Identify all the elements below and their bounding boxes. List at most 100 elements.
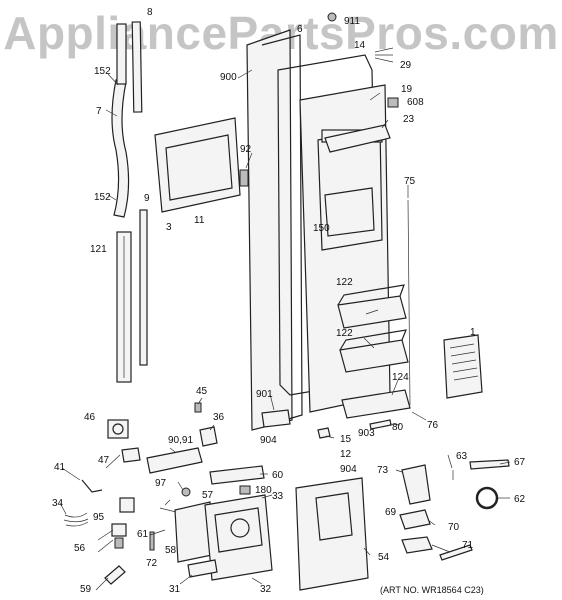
label-60: 60 [272,470,284,481]
label-61: 61 [137,529,149,540]
label-29: 29 [400,60,412,71]
label-7: 7 [96,106,102,117]
part-9-trim [139,209,148,366]
label-904-upper: 904 [260,435,277,446]
part-29-brush [374,47,394,63]
part-15-clip [317,427,331,439]
part-122-shelf-lower [339,329,409,373]
label-90-91: 90,91 [168,435,194,446]
label-14: 14 [354,40,366,51]
label-71: 71 [462,540,474,551]
part-124-shelf [341,389,411,419]
label-12: 12 [340,449,352,460]
label-900: 900 [220,72,237,83]
part-32-dispenser [204,494,273,581]
label-911: 911 [344,16,360,27]
label-72: 72 [146,558,158,569]
part-36-actuator [199,426,218,447]
part-45-switch [194,402,202,413]
label-152-lower: 152 [94,192,111,203]
part-7-handle [111,23,130,218]
label-56: 56 [74,543,86,554]
label-97: 97 [155,478,167,489]
label-57: 57 [202,490,214,501]
label-45: 45 [196,386,208,397]
part-60-bar [209,465,265,485]
label-904-lower: 904 [340,464,357,475]
label-76: 76 [427,420,439,431]
label-19: 19 [401,84,413,95]
part-57-grommet [181,487,191,497]
label-122-upper: 122 [336,277,353,288]
part-11-frame [154,117,241,213]
label-95: 95 [93,512,105,523]
label-903: 903 [358,428,375,439]
label-75: 75 [404,176,416,187]
label-69: 69 [385,507,397,518]
label-122-lower: 122 [336,328,353,339]
label-46: 46 [84,412,96,423]
part-71-rod [439,544,473,561]
part-80-rod [369,419,392,430]
part-70-bracket [401,536,433,554]
label-124: 124 [392,372,409,383]
label-73: 73 [377,465,389,476]
label-152-upper: 152 [94,66,111,77]
leader-lines [59,69,511,591]
part-67-lever [469,459,510,470]
part-54-panel [295,477,369,591]
part-46-motor [107,419,129,439]
label-70: 70 [448,522,460,533]
art-number: (ART NO. WR18564 C23) [380,585,484,595]
part-23-bin [324,124,391,153]
part-73-chute [401,464,431,505]
label-608: 608 [407,97,424,108]
label-80: 80 [392,422,404,433]
part-911-screw [327,12,337,22]
part-180-bulb [239,485,251,495]
label-8: 8 [147,7,153,18]
part-47-bracket [121,447,141,463]
label-180: 180 [255,485,272,496]
part-1-manual [443,334,483,399]
label-3: 3 [166,222,172,233]
part-59-pedal [104,565,126,585]
label-67: 67 [514,457,526,468]
part-75-wire [407,199,411,406]
label-47: 47 [98,455,110,466]
label-121: 121 [90,244,107,255]
label-11: 11 [194,215,205,226]
part-72-pin [149,531,155,551]
part-901-bracket [261,409,291,428]
part-56-valve [111,523,127,549]
part-608-knob [387,97,399,108]
label-32: 32 [260,584,272,595]
part-69-actuator [399,509,431,530]
part-121-handle [116,231,132,383]
label-34: 34 [52,498,64,509]
part-900-door [239,29,303,431]
part-62-ring [475,486,499,510]
label-62: 62 [514,494,526,505]
part-31-tray [187,559,218,578]
label-6: 6 [297,24,303,35]
part-41-latch [81,479,103,493]
label-901: 901 [256,389,273,400]
label-63: 63 [456,451,468,462]
label-59: 59 [80,584,92,595]
label-23: 23 [403,114,415,125]
label-9: 9 [144,193,150,204]
label-92: 92 [240,144,252,155]
part-8-trim [131,21,143,113]
label-36: 36 [213,412,225,423]
label-54: 54 [378,552,390,563]
label-33: 33 [272,491,284,502]
label-15: 15 [340,434,352,445]
part-95-switch [119,497,135,513]
part-34-harness [63,512,89,527]
label-150: 150 [313,223,330,234]
label-1: 1 [470,327,476,338]
label-41: 41 [54,462,66,473]
